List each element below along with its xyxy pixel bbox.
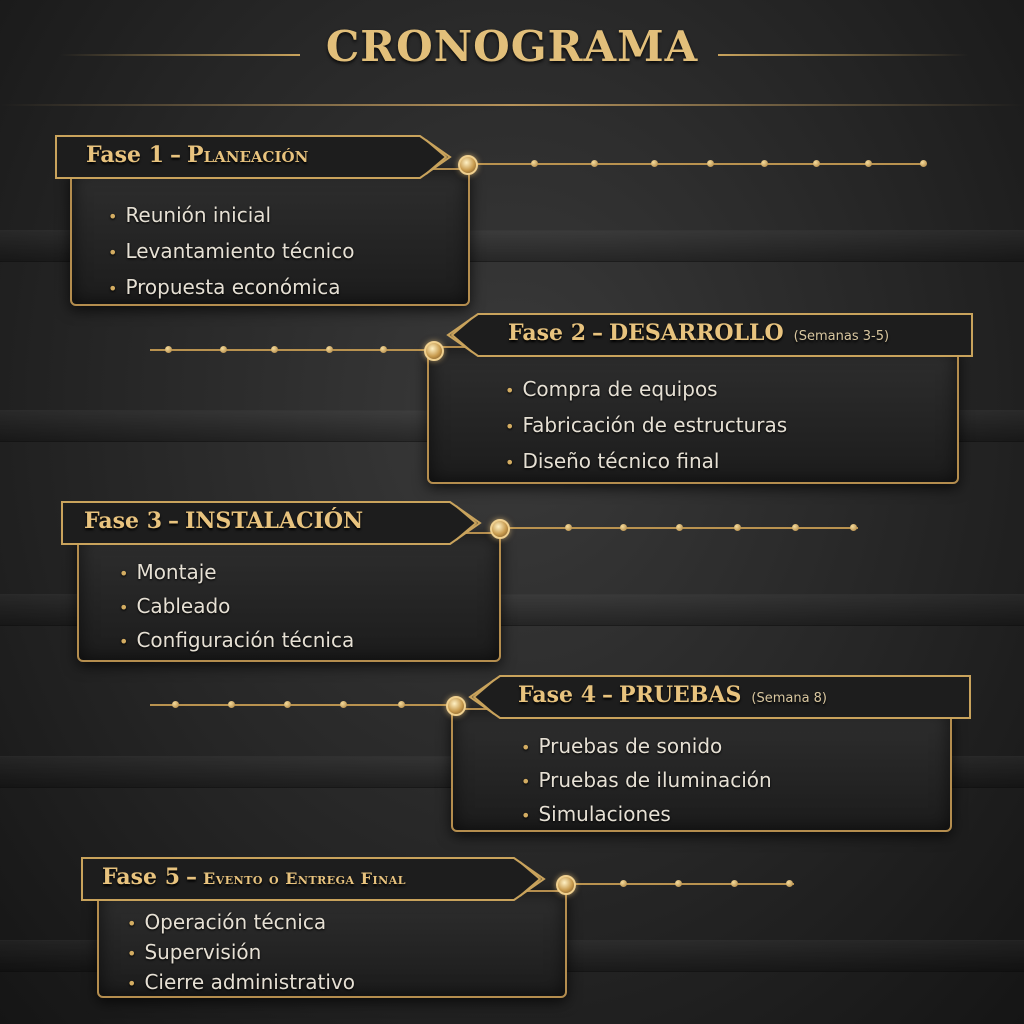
title-rule-right [718,54,968,56]
list-item: •Reunión inicial [108,203,272,227]
list-item: •Levantamiento técnico [108,239,355,263]
list-item: •Pruebas de sonido [521,734,723,758]
title-rule-left [60,54,300,56]
timeline-bead [220,346,227,353]
phase-4-label-plate [468,675,971,719]
timeline-bead [326,346,333,353]
bullet-icon: • [127,914,137,933]
list-item: •Compra de equipos [505,377,718,401]
bullet-icon: • [127,944,137,963]
phase-3-card: •Montaje •Cableado •Configuración técnic… [77,532,501,662]
phase-2-timeline [150,349,426,351]
list-item: •Propuesta económica [108,275,341,299]
timeline-bead [786,880,793,887]
timeline-bead [565,524,572,531]
list-item: •Operación técnica [127,910,327,934]
phase-1-title: Fase 1–Planeación [86,142,309,168]
bullet-icon: • [521,806,531,825]
timeline-bead [620,524,627,531]
timeline-bead [172,701,179,708]
phase-3-title: Fase 3–INSTALACIÓN [84,508,364,534]
timeline-bead [651,160,658,167]
phase-4-node [446,696,466,716]
list-item: •Simulaciones [521,802,671,826]
timeline-bead [380,346,387,353]
list-item: •Supervisión [127,940,262,964]
list-item: •Diseño técnico final [505,449,720,473]
bullet-icon: • [505,453,515,472]
timeline-bead [731,880,738,887]
list-item: •Cierre administrativo [127,970,356,994]
bullet-icon: • [119,598,129,617]
phase-1-card: •Reunión inicial •Levantamiento técnico … [70,168,470,306]
phase-5-card: •Operación técnica •Supervisión •Cierre … [97,890,567,998]
phase-5-node [556,875,576,895]
timeline-bead [620,880,627,887]
timeline-bead [813,160,820,167]
page-title: CRONOGRAMA [325,22,699,71]
phase-2-label-plate [446,313,973,357]
bullet-icon: • [127,974,137,993]
phase-5-title: Fase 5–Evento o Entrega Final [102,864,406,890]
phase-4-card: •Pruebas de sonido •Pruebas de iluminaci… [451,708,952,832]
phase-2-node [424,341,444,361]
phase-3-node [490,519,510,539]
timeline-bead [271,346,278,353]
phase-1-node [458,155,478,175]
phase-1-label-plate [55,135,452,179]
phase-2-title: Fase 2–DESARROLLO(Semanas 3-5) [508,320,890,346]
phase-4-title: Fase 4–PRUEBAS(Semana 8) [518,682,828,708]
timeline-bead [340,701,347,708]
list-item: •Pruebas de iluminación [521,768,772,792]
timeline-bead [761,160,768,167]
phase-5-label-plate [81,857,546,901]
phase-4-timeline [150,704,450,706]
timeline-bead [531,160,538,167]
list-item: •Montaje [119,560,217,584]
timeline-bead [734,524,741,531]
bullet-icon: • [521,738,531,757]
bullet-icon: • [108,207,118,226]
timeline-bead [591,160,598,167]
bullet-icon: • [505,381,515,400]
list-item: •Fabricación de estructuras [505,413,788,437]
timeline-bead [676,524,683,531]
bullet-icon: • [521,772,531,791]
timeline-bead [865,160,872,167]
timeline-bead [792,524,799,531]
timeline-bead [675,880,682,887]
bullet-icon: • [108,243,118,262]
timeline-bead [398,701,405,708]
bullet-icon: • [505,417,515,436]
phase-2-card: •Compra de equipos •Fabricación de estru… [427,346,959,484]
phase-5-timeline [572,883,794,885]
bullet-icon: • [108,279,118,298]
phase-1-timeline [476,163,926,165]
list-item: •Cableado [119,594,231,618]
timeline-bead [165,346,172,353]
timeline-bead [228,701,235,708]
bullet-icon: • [119,564,129,583]
phase-3-label-plate [61,501,482,545]
timeline-bead [284,701,291,708]
timeline-bead [920,160,927,167]
list-item: •Configuración técnica [119,628,355,652]
bullet-icon: • [119,632,129,651]
timeline-bead [850,524,857,531]
header: CRONOGRAMA [0,22,1024,82]
header-divider [0,104,1024,106]
timeline-bead [707,160,714,167]
